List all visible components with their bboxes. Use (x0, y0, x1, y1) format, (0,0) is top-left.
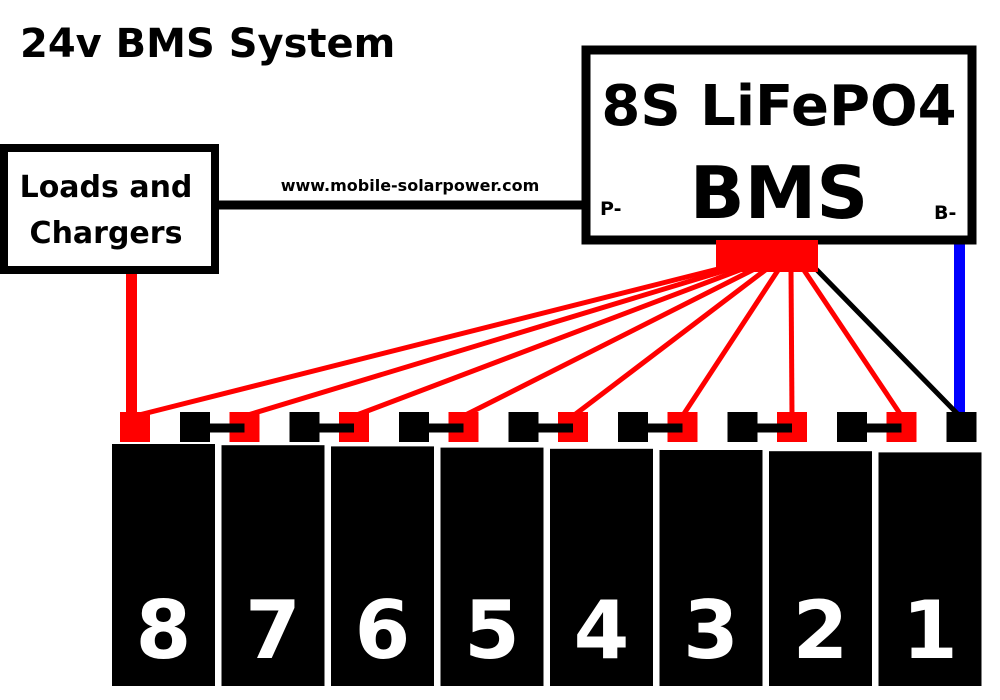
cell-7-label: 7 (245, 584, 301, 677)
cell-5-label: 5 (464, 584, 520, 677)
cell-8-label: 8 (136, 584, 192, 677)
battery-cell-2 (769, 451, 872, 686)
cell-1-negative-terminal (946, 412, 977, 442)
bms-title: 8S LiFePO4 (601, 74, 956, 139)
battery-cell-3 (659, 450, 763, 686)
battery-cell-7 (221, 445, 325, 686)
wires-layer (126, 200, 965, 428)
cell-8-positive-terminal (120, 412, 150, 442)
balance-wire (134, 265, 723, 419)
p-minus-label: P- (600, 198, 621, 220)
battery-cell-8 (112, 444, 215, 686)
watermark-url: www.mobile-solarpower.com (281, 176, 540, 195)
cell-3-label: 3 (683, 584, 739, 677)
balance-wire (788, 267, 795, 417)
b-minus-wire (954, 240, 965, 428)
balance-wires (134, 265, 964, 420)
balance-wire (680, 266, 782, 418)
balance-wire-negative (813, 266, 964, 420)
balance-wire (571, 266, 770, 418)
balance-wire (353, 265, 746, 419)
loads-label-line2: Chargers (30, 216, 183, 251)
b-minus-label: B- (934, 202, 956, 224)
bms-box (581, 45, 977, 245)
battery-cell-4 (550, 448, 653, 686)
balance-wire (462, 265, 758, 419)
balance-connector (716, 240, 818, 272)
balance-wire (800, 266, 904, 418)
cell-2-label: 2 (793, 584, 849, 677)
balance-wire (243, 265, 735, 419)
loads-label-line1: Loads and (20, 170, 193, 205)
battery-cell-1 (878, 452, 982, 686)
loads-positive-wire (126, 270, 137, 418)
battery-cell-5 (440, 447, 544, 686)
cell-6-label: 6 (355, 584, 411, 677)
battery-cell-6 (331, 446, 434, 686)
diagram-title: 24v BMS System (20, 21, 395, 67)
cell-4-label: 4 (574, 584, 630, 677)
loads-chargers-box (0, 144, 219, 274)
bms-subtitle: BMS (690, 151, 868, 235)
cell-1-label: 1 (902, 584, 958, 677)
